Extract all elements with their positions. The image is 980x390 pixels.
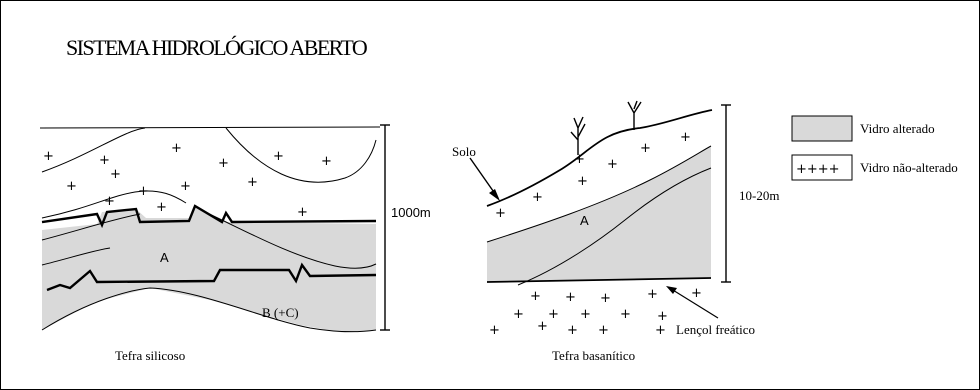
svg-text:+: + [66,179,77,194]
legend-altered-swatch [791,115,853,142]
legend-unaltered-label: Vidro não-alterado [860,160,958,175]
svg-text:+: + [567,323,578,338]
svg-text:+: + [657,309,668,324]
svg-text:+: + [138,184,149,199]
right-profile: + + + + + + + + + + + + + + + + + + + + … [452,100,779,363]
legend-altered-label: Vidro alterado [860,121,935,136]
left-caption: Tefra silicoso [115,348,185,363]
tree-icon [570,116,586,155]
svg-text:+: + [640,141,651,156]
svg-text:+: + [156,200,167,215]
legend-unaltered-swatch [791,154,853,181]
svg-text:+: + [489,323,500,338]
svg-text:+: + [171,141,182,156]
svg-text:+: + [99,153,110,168]
svg-text:+: + [218,156,229,171]
left-zone-b-label: B (+C) [262,305,299,320]
svg-text:+: + [180,179,191,194]
left-profile: + + + + + + + + + + + + + + A B (+C) 100… [39,124,431,363]
svg-text:+: + [680,130,691,145]
svg-text:+: + [537,319,548,334]
svg-text:+: + [600,291,611,306]
svg-text:+: + [598,323,609,338]
svg-text:+: + [532,190,543,205]
left-zone-a-label: A [160,250,169,265]
svg-text:+: + [247,175,258,190]
svg-text:+: + [104,194,115,209]
svg-text:+: + [321,154,332,169]
legend-unaltered-symbol: ++++ [796,162,840,177]
svg-text:+: + [530,289,541,304]
svg-text:+: + [297,205,308,220]
svg-text:+: + [655,323,666,338]
left-unaltered-glass-marks: + + + + + + + + + + + + + + [43,141,332,220]
svg-text:+: + [548,307,559,322]
diagram-title: SISTEMA HIDROLÓGICO ABERTO [66,35,367,60]
svg-text:+: + [620,307,631,322]
svg-text:+: + [110,167,121,182]
svg-text:+: + [577,174,588,189]
svg-text:+: + [565,290,576,305]
svg-text:+: + [495,206,506,221]
svg-text:+: + [647,287,658,302]
svg-text:+: + [513,307,524,322]
left-scale-label: 1000m [391,205,431,220]
right-zone-a-label: A [580,213,589,228]
soil-label: Solo [452,144,476,159]
svg-text:+: + [691,286,702,301]
legend: Vidro alterado ++++ Vidro não-alterado [791,115,958,181]
right-scale-label: 10-20m [739,188,779,203]
right-caption: Tefra basanítico [552,348,635,363]
left-altered-zone [42,205,376,333]
tree-icon [627,100,642,130]
right-altered-zone [487,146,711,282]
svg-text:+: + [43,149,54,164]
svg-text:+: + [580,307,591,322]
right-unaltered-glass-marks: + + + + + + + + + + + + + + + + + + + + … [489,130,702,338]
svg-text:+: + [607,157,618,172]
svg-text:+: + [574,152,585,167]
svg-text:+: + [273,149,284,164]
water-table-label: Lençol freático [676,322,755,337]
